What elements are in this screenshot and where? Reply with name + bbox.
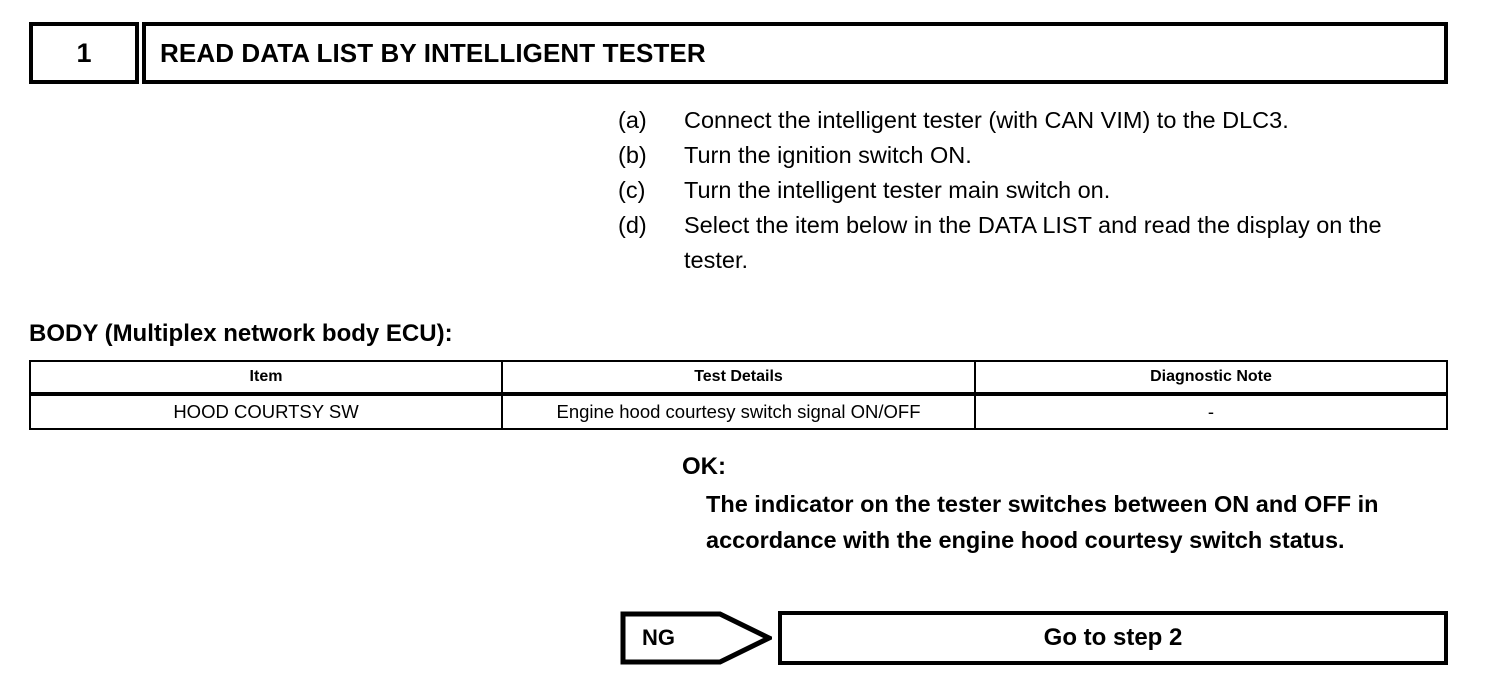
header-rule-cell [974, 392, 1448, 395]
procedure-item: (c) Turn the intelligent tester main swi… [618, 173, 1418, 208]
procedure-item-label: (c) [618, 177, 646, 203]
procedure-item: (d) Select the item below in the DATA LI… [618, 208, 1418, 278]
step-number: 1 [76, 37, 92, 68]
ng-arrow-icon [620, 611, 772, 665]
procedure-item-text: Connect the intelligent tester (with CAN… [684, 107, 1289, 133]
procedure-item-text: Turn the ignition switch ON. [684, 142, 972, 168]
ok-criteria-text: The indicator on the tester switches bet… [706, 491, 1379, 553]
procedure-list: (a) Connect the intelligent tester (with… [618, 103, 1418, 278]
result-row: NG Go to step 2 [620, 611, 1448, 665]
step-title-box: READ DATA LIST BY INTELLIGENT TESTER [142, 22, 1448, 84]
procedure-item: (a) Connect the intelligent tester (with… [618, 103, 1418, 138]
procedure-item: (b) Turn the ignition switch ON. [618, 138, 1418, 173]
data-list-table: Item Test Details Diagnostic Note HOOD C… [29, 360, 1448, 430]
step-title: READ DATA LIST BY INTELLIGENT TESTER [160, 38, 706, 68]
cell-diagnostic-note: - [974, 394, 1448, 430]
column-header-diagnostic-note: Diagnostic Note [974, 360, 1448, 394]
column-header-test-details: Test Details [501, 360, 976, 394]
ok-criteria-block: OK: The indicator on the tester switches… [682, 452, 1422, 558]
procedure-item-text: Select the item below in the DATA LIST a… [684, 212, 1382, 273]
table-row: HOOD COURTSY SW Engine hood courtesy swi… [29, 394, 1448, 430]
procedure-item-label: (d) [618, 212, 647, 238]
cell-item: HOOD COURTSY SW [29, 394, 503, 430]
data-table-heading: BODY (Multiplex network body ECU): [29, 320, 453, 347]
go-to-step-box[interactable]: Go to step 2 [778, 611, 1448, 665]
ng-label: NG [642, 625, 675, 650]
ng-arrow-shape: NG [620, 611, 772, 665]
cell-test-details: Engine hood courtesy switch signal ON/OF… [501, 394, 976, 430]
header-double-rule [29, 392, 1448, 395]
procedure-item-label: (a) [618, 107, 647, 133]
procedure-item-label: (b) [618, 142, 647, 168]
step-header: 1 READ DATA LIST BY INTELLIGENT TESTER [29, 22, 1448, 84]
procedure-item-text: Turn the intelligent tester main switch … [684, 177, 1111, 203]
ok-label: OK: [682, 453, 726, 480]
column-header-item: Item [29, 360, 503, 394]
header-rule-cell [501, 392, 976, 395]
header-rule-cell [29, 392, 503, 395]
go-to-step-label: Go to step 2 [1043, 624, 1183, 651]
step-number-box: 1 [29, 22, 139, 84]
table-header-row: Item Test Details Diagnostic Note [29, 360, 1448, 394]
